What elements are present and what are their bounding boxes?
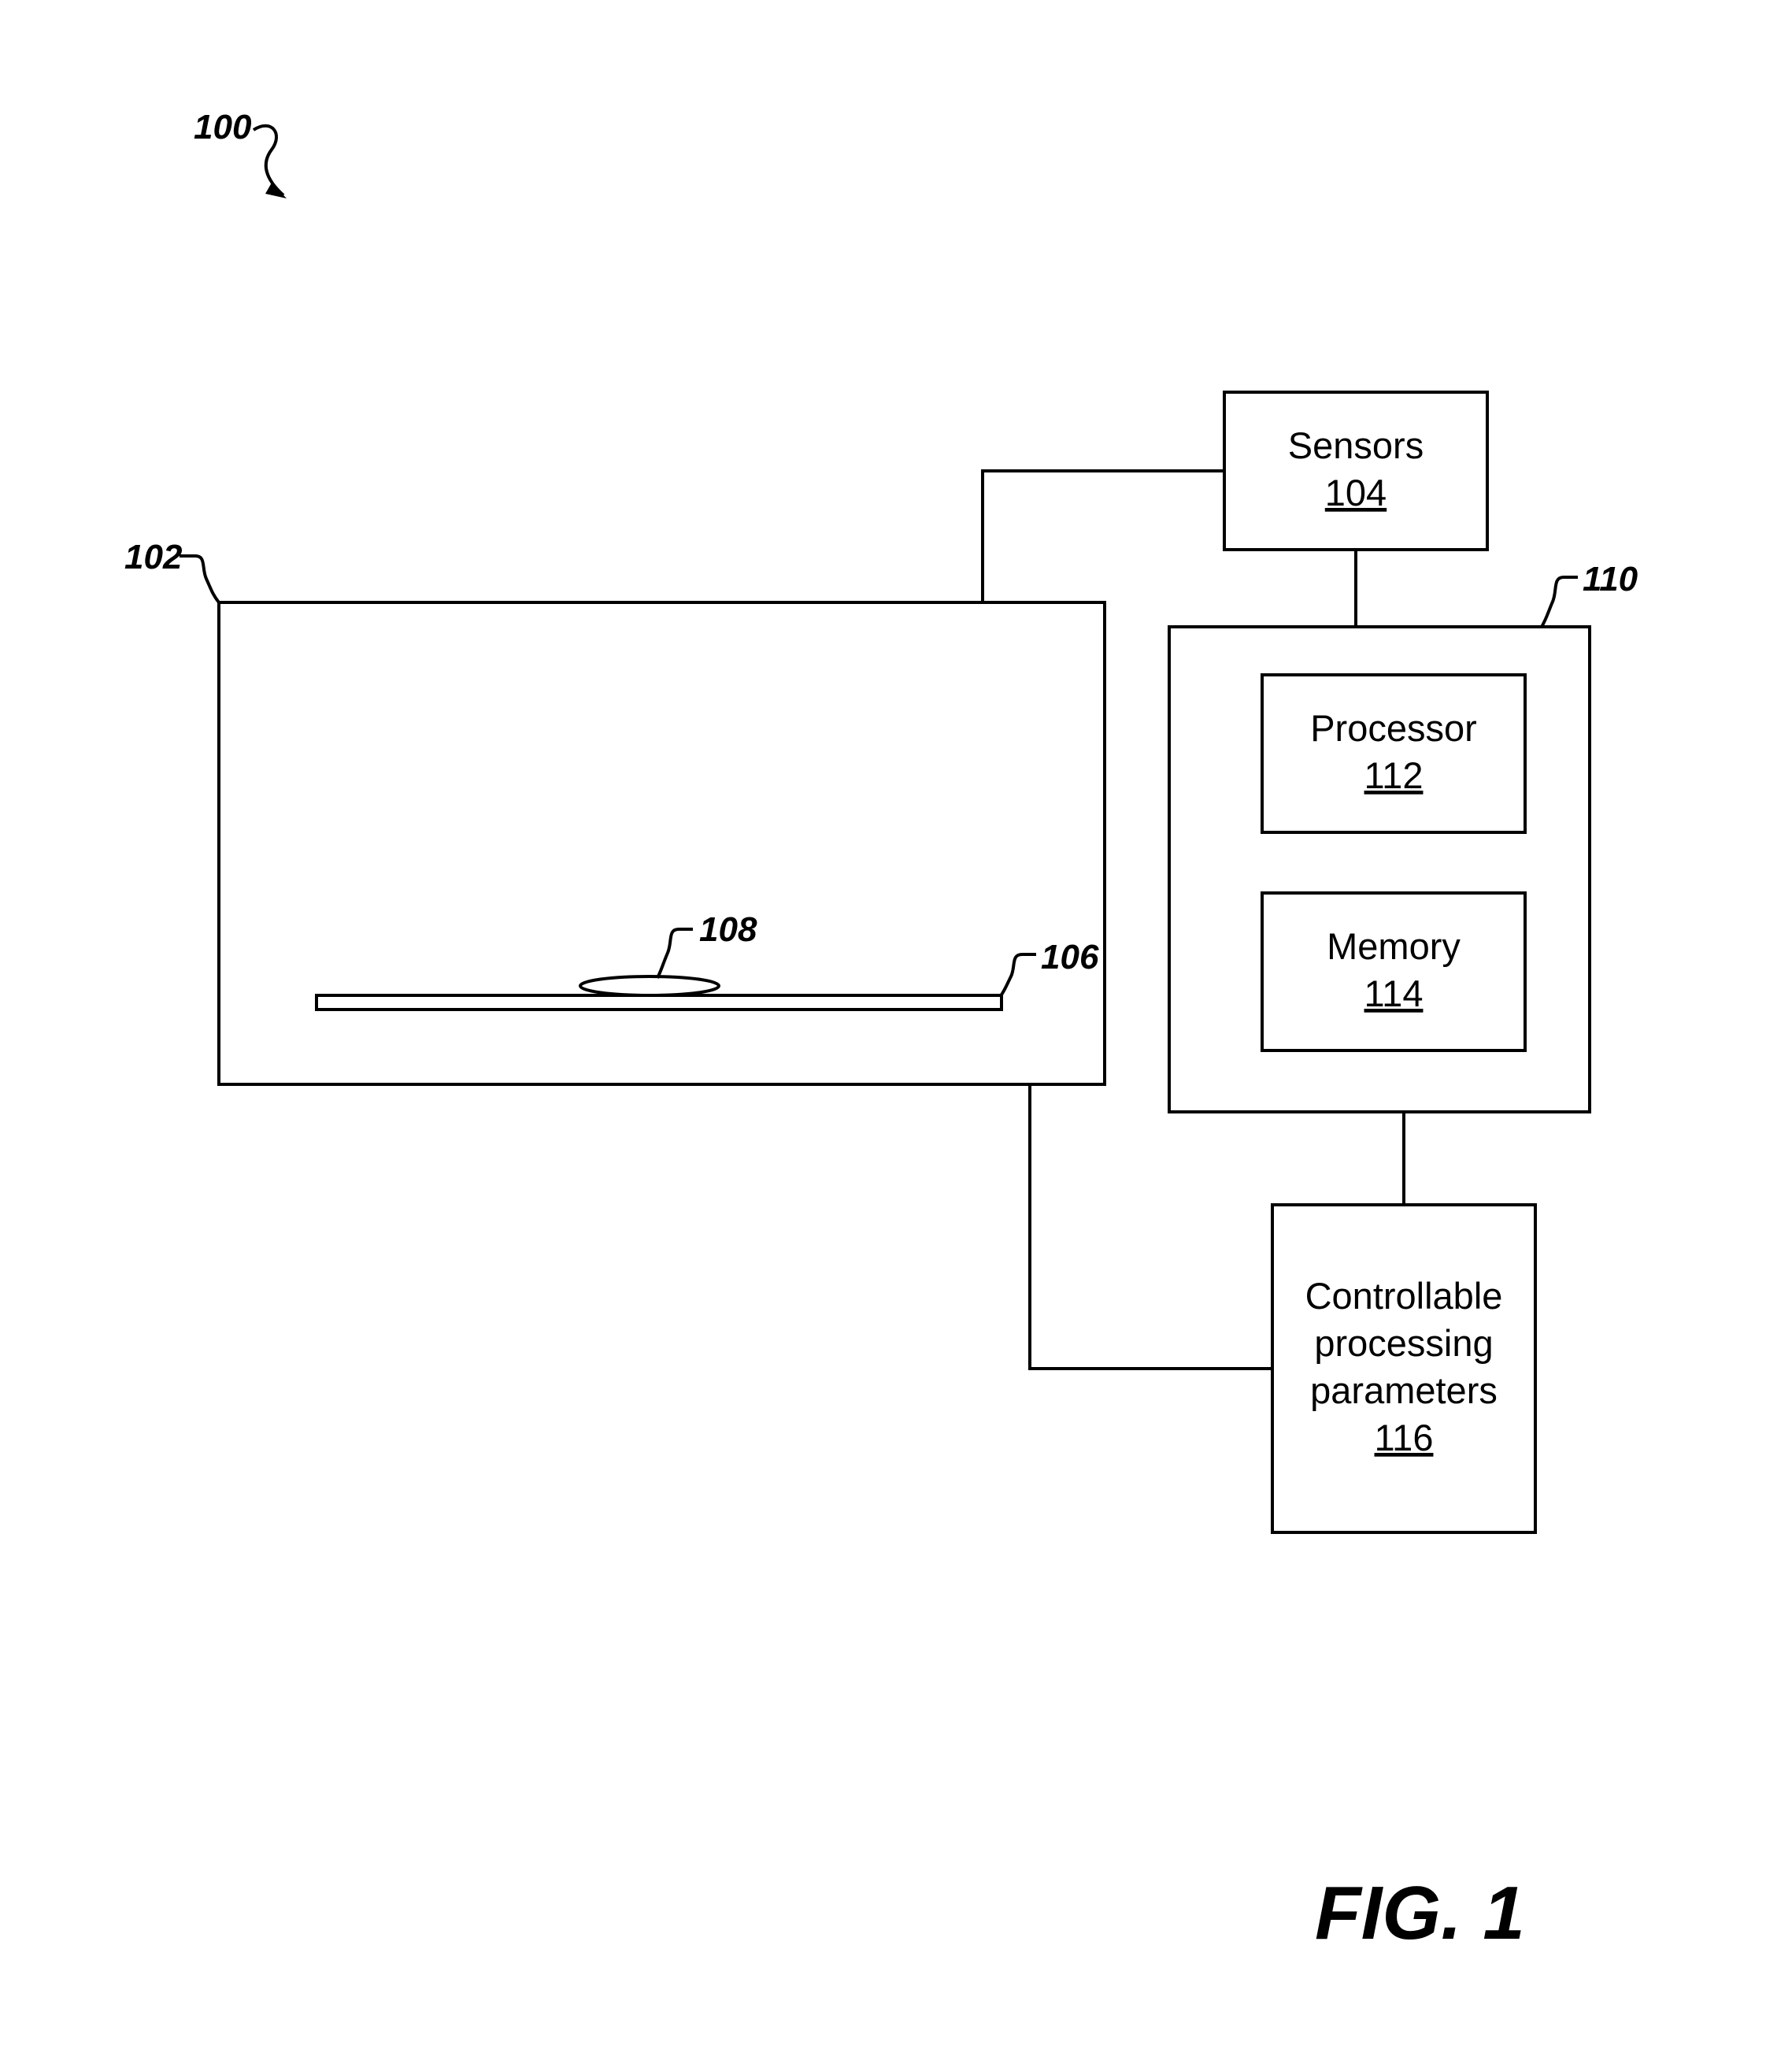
ref-label-chamber: 102 [124,538,183,576]
ref-label-controller: 110 [1583,560,1638,598]
substrate-ellipse [580,976,719,995]
figure-caption: FIG. 1 [1315,1871,1525,1955]
params-number: 116 [1375,1417,1434,1458]
system-arrow-head [265,183,287,198]
sensors-block [1224,392,1487,550]
params-block [1272,1205,1535,1532]
memory-label: Memory [1327,925,1461,967]
memory-block [1262,893,1525,1050]
wire-chamber-to-sensors [983,471,1224,602]
wire-chamber-to-params [1030,1084,1272,1369]
processor-label: Processor [1310,707,1477,749]
params-label-line-1: Controllable [1305,1275,1503,1317]
params-label-line-3: parameters [1310,1369,1498,1411]
controller-leader [1542,577,1578,627]
processor-number: 112 [1364,754,1424,796]
chamber-box [219,602,1105,1084]
chamber-leader [180,556,219,602]
ref-label-substrate: 108 [699,910,757,949]
sensors-number: 104 [1325,472,1387,513]
sensors-label: Sensors [1288,424,1424,466]
system-leader-arrow [254,126,283,195]
ref-label-platform: 106 [1041,938,1099,976]
memory-number: 114 [1364,973,1424,1014]
ref-label-system: 100 [194,108,252,146]
platform-bar [317,995,1002,1010]
params-label-line-2: processing [1314,1322,1493,1364]
processor-block [1262,675,1525,832]
